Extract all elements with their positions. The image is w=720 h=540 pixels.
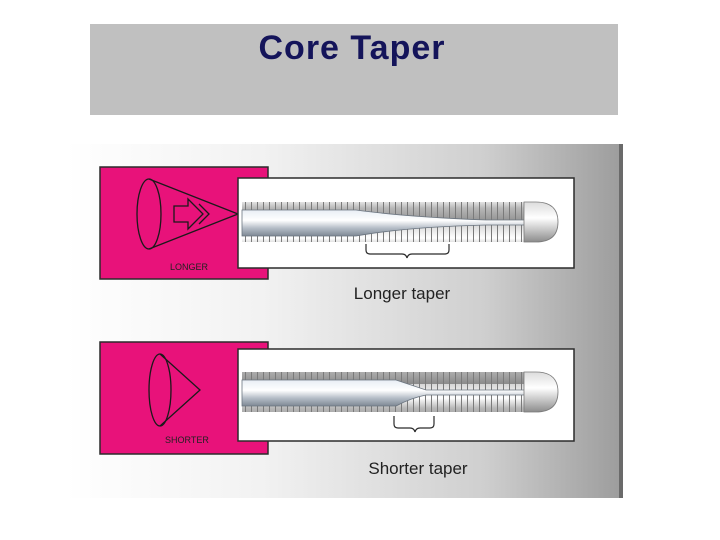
longer-caption: Longer taper (354, 284, 451, 303)
shorter-badge-label: SHORTER (165, 435, 209, 445)
slide-title: Core Taper (0, 48, 712, 82)
shorter-tip (524, 372, 558, 412)
shorter-guidewire (242, 372, 558, 412)
shorter-caption: Shorter taper (368, 459, 468, 478)
longer-badge-label: LONGER (170, 262, 209, 272)
longer-tip (524, 202, 558, 242)
slide-title-text: Core Taper (259, 31, 446, 65)
core-taper-svg: LONGER Longer taper SHORTER Shorter tape… (66, 144, 623, 498)
core-taper-figure: LONGER Longer taper SHORTER Shorter tape… (66, 144, 623, 498)
figure-right-edge (619, 144, 623, 498)
longer-guidewire (242, 202, 558, 242)
